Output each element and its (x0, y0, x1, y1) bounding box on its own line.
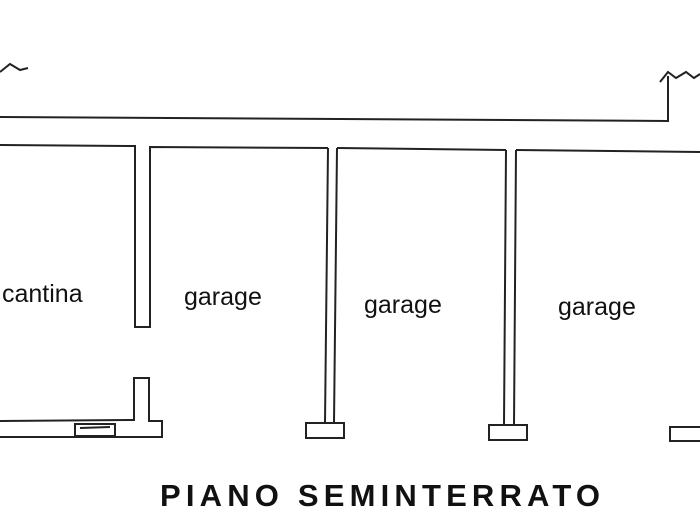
room-label-cantina: cantina (2, 280, 83, 308)
room-label-garage-1: garage (184, 283, 262, 311)
room-label-garage-3: garage (558, 293, 636, 321)
outer-wall-top (0, 62, 700, 123)
interior-wall-line (0, 144, 700, 328)
cantina-front-wall (0, 377, 163, 438)
floor-title: PIANO SEMINTERRATO (160, 478, 600, 513)
room-label-garage-2: garage (364, 291, 442, 319)
partition-walls (305, 147, 700, 442)
